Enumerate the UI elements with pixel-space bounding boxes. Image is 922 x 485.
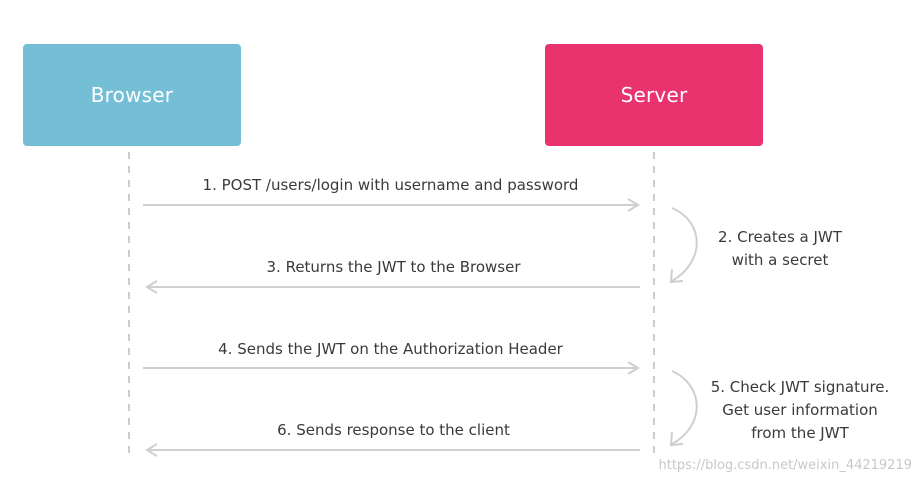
message-6-arrow	[145, 443, 640, 457]
message-3-arrow	[145, 280, 640, 294]
note-5-line-1: 5. Check JWT signature.	[710, 378, 890, 396]
self-loop-arrow-5	[669, 370, 698, 447]
watermark: https://blog.csdn.net/weixin_44219219	[658, 458, 912, 473]
self-loop-arrow-2	[669, 207, 698, 284]
note-5-line-3: from the JWT	[751, 424, 849, 442]
server-label: Server	[620, 83, 688, 107]
note-creates-jwt: 2. Creates a JWT with a secret	[690, 226, 870, 272]
note-5-line-2: Get user information	[722, 401, 878, 419]
message-1-label: 1. POST /users/login with username and p…	[202, 176, 579, 194]
browser-label: Browser	[90, 83, 174, 107]
server-actor: Server	[545, 44, 763, 146]
browser-actor: Browser	[23, 44, 241, 146]
message-3-label: 3. Returns the JWT to the Browser	[266, 258, 521, 276]
message-4-arrow	[143, 361, 640, 375]
message-1-arrow	[143, 198, 640, 212]
note-check-signature: 5. Check JWT signature. Get user informa…	[700, 376, 900, 445]
note-2-line-1: 2. Creates a JWT	[718, 228, 842, 246]
note-2-line-2: with a secret	[731, 251, 829, 269]
message-6-label: 6. Sends response to the client	[277, 421, 510, 439]
message-4-label: 4. Sends the JWT on the Authorization He…	[218, 340, 563, 358]
